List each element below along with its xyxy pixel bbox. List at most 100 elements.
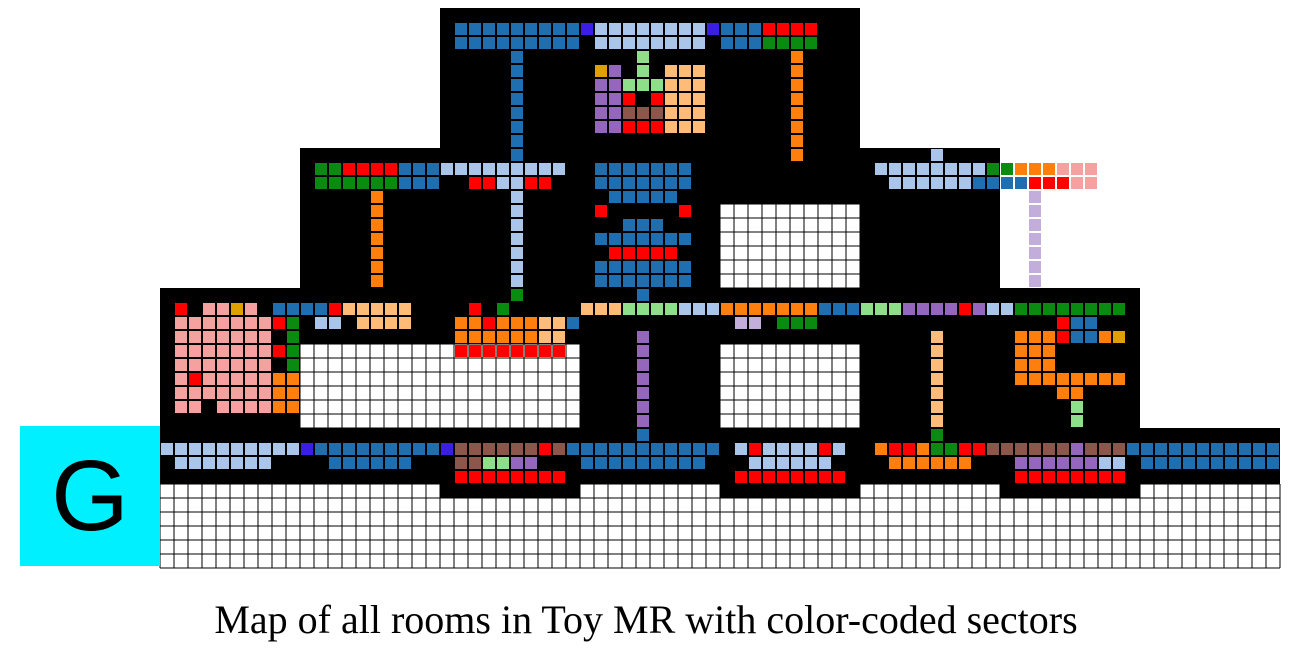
sector-tile	[175, 345, 187, 357]
key-tile	[959, 443, 971, 455]
ladder-tile	[791, 65, 803, 77]
sector-tile	[1099, 457, 1111, 469]
ladder-tile	[511, 65, 523, 77]
sector-tile	[217, 387, 229, 399]
sector-tile	[1015, 345, 1027, 357]
ladder-tile	[791, 149, 803, 161]
corridor-tile	[343, 303, 355, 315]
sector-tile	[553, 317, 565, 329]
ladder-tile	[931, 415, 943, 427]
corridor-tile	[455, 37, 467, 49]
sector-tile	[175, 373, 187, 385]
ladder-tile	[511, 247, 523, 259]
sector-tile	[1099, 331, 1111, 343]
ladder-tile	[511, 51, 523, 63]
corridor-tile	[931, 457, 943, 469]
key-tile	[497, 345, 509, 357]
corridor-tile	[777, 443, 789, 455]
sector-tile	[203, 345, 215, 357]
sector-tile	[1113, 373, 1125, 385]
corridor-tile	[889, 457, 901, 469]
corridor-tile	[749, 303, 761, 315]
ladder-tile	[1029, 191, 1041, 203]
corridor-tile	[763, 37, 775, 49]
sector-tile	[651, 107, 663, 119]
ladder-tile	[371, 247, 383, 259]
ladder-tile	[637, 429, 649, 441]
corridor-tile	[903, 303, 915, 315]
sector-tile	[1085, 457, 1097, 469]
sector-tile	[273, 387, 285, 399]
corridor-tile	[343, 443, 355, 455]
corridor-tile	[1015, 303, 1027, 315]
sector-tile	[651, 219, 663, 231]
corridor-tile	[777, 303, 789, 315]
sector-tile	[231, 373, 243, 385]
corridor-tile	[413, 443, 425, 455]
room-map	[159, 8, 1281, 569]
sector-tile	[217, 401, 229, 413]
corridor-tile	[539, 163, 551, 175]
sector-tile	[595, 93, 607, 105]
sector-tile	[665, 107, 677, 119]
ladder-tile	[1071, 401, 1083, 413]
sector-tile	[609, 261, 621, 273]
sector-tile	[217, 317, 229, 329]
key-tile	[539, 471, 551, 483]
corridor-tile	[637, 457, 649, 469]
corridor-tile	[1029, 443, 1041, 455]
ladder-tile	[1029, 261, 1041, 273]
corridor-tile	[693, 23, 705, 35]
corridor-tile	[749, 317, 761, 329]
corridor-tile	[1029, 163, 1041, 175]
sector-tile	[1071, 457, 1083, 469]
corridor-tile	[189, 457, 201, 469]
corridor-tile	[1155, 457, 1167, 469]
sector-tile	[665, 65, 677, 77]
corridor-tile	[469, 163, 481, 175]
corridor-tile	[1197, 443, 1209, 455]
sector-tile	[203, 373, 215, 385]
corridor-tile	[735, 303, 747, 315]
corridor-tile	[623, 37, 635, 49]
sector-tile	[245, 387, 257, 399]
corridor-tile	[1239, 457, 1251, 469]
sector-tile	[189, 401, 201, 413]
sector-tile	[609, 233, 621, 245]
corridor-tile	[1253, 457, 1265, 469]
sector-tile	[637, 233, 649, 245]
corridor-tile	[413, 177, 425, 189]
key-tile	[945, 443, 957, 455]
ladder-tile	[371, 205, 383, 217]
sector-tile	[595, 107, 607, 119]
sector-tile	[189, 345, 201, 357]
corridor-tile	[1197, 457, 1209, 469]
sector-tile	[287, 331, 299, 343]
corridor-tile	[385, 457, 397, 469]
sector-tile	[525, 317, 537, 329]
sector-tile	[273, 303, 285, 315]
corridor-tile	[651, 23, 663, 35]
ladder-tile	[637, 65, 649, 77]
sector-tile	[637, 275, 649, 287]
sector-tile	[609, 191, 621, 203]
door-tile	[707, 23, 719, 35]
sector-tile	[1015, 457, 1027, 469]
corridor-tile	[1141, 457, 1153, 469]
corridor-tile	[819, 303, 831, 315]
sector-tile	[553, 331, 565, 343]
sector-tile	[245, 401, 257, 413]
item-tile	[595, 65, 607, 77]
key-tile	[805, 471, 817, 483]
ladder-tile	[511, 93, 523, 105]
sector-tile	[511, 331, 523, 343]
corridor-tile	[637, 37, 649, 49]
corridor-tile	[329, 457, 341, 469]
ladder-tile	[791, 107, 803, 119]
sector-tile	[623, 219, 635, 231]
corridor-tile	[875, 163, 887, 175]
sector-tile	[203, 317, 215, 329]
sector-tile	[609, 79, 621, 91]
corridor-tile	[679, 23, 691, 35]
corridor-tile	[945, 163, 957, 175]
